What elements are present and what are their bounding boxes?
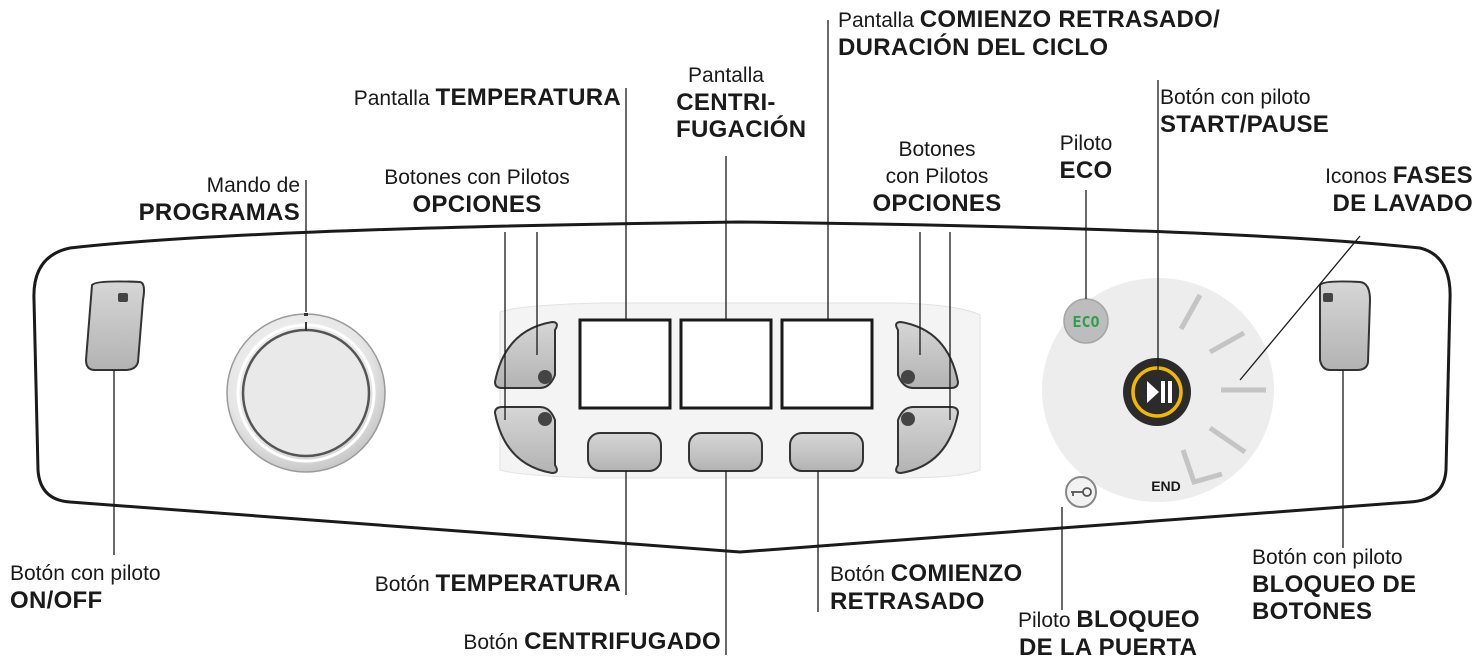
spin-display [679, 318, 773, 410]
option-button-left-top[interactable] [493, 320, 558, 389]
label-start-pause: Botón con piloto START/PAUSE [1160, 86, 1330, 138]
button-lock-button[interactable] [1319, 280, 1372, 371]
option-button-right-top[interactable] [895, 320, 960, 389]
end-text: END [1151, 478, 1181, 494]
phase-mark-2 [1208, 330, 1246, 355]
delay-display [780, 318, 874, 410]
leader-lines [113, 20, 1361, 655]
label-opciones-right: Botones con Pilotos OPCIONES [872, 138, 1002, 217]
leader-fases [1239, 235, 1361, 381]
label-button-lock: Botón con piloto BLOQUEO DE BOTONES [1252, 546, 1417, 625]
label-door-lock: Piloto BLOQUEO DE LA PUERTA [1018, 606, 1200, 661]
temperature-button[interactable] [587, 432, 662, 472]
spin-button[interactable] [688, 432, 763, 472]
door-lock-pilot [1065, 476, 1097, 508]
phase-mark-4 [1208, 425, 1247, 455]
label-temp-display: Pantalla TEMPERATURA [353, 84, 621, 111]
program-knob[interactable] [226, 313, 386, 473]
wash-phase-icons [1178, 293, 1266, 486]
label-spin-button: Botón CENTRIFUGADO [463, 628, 721, 655]
on-off-button[interactable] [84, 280, 145, 371]
eco-icon-text: ECO [1072, 313, 1099, 331]
option-button-right-bottom[interactable] [895, 406, 960, 475]
temperature-display [578, 318, 672, 410]
phase-mark-5 [1180, 449, 1223, 486]
start-pause-button[interactable] [1123, 358, 1191, 426]
label-eco: Piloto ECO [1059, 132, 1113, 184]
label-fases: Iconos FASES DE LAVADO [1325, 162, 1473, 217]
play-pause-icon [1147, 381, 1159, 403]
label-delay-display: Pantalla COMIENZO RETRASADO/ DURACIÓN DE… [838, 6, 1221, 61]
eco-pilot: ECO [1063, 298, 1109, 344]
label-on-off: Botón con piloto ON/OFF [10, 562, 161, 614]
label-programas: Mando de PROGRAMAS [138, 174, 300, 226]
label-delay-button: Botón COMIENZO RETRASADO [830, 560, 1023, 615]
delay-start-button[interactable] [789, 432, 864, 472]
label-spin-display: Pantalla CENTRI- FUGACIÓN [676, 64, 807, 143]
option-button-left-bottom[interactable] [493, 406, 558, 475]
phase-mark-1 [1178, 293, 1203, 331]
key-icon [1071, 487, 1092, 497]
label-temp-button: Botón TEMPERATURA [374, 570, 621, 597]
label-opciones-left: Botones con Pilotos OPCIONES [384, 166, 570, 218]
